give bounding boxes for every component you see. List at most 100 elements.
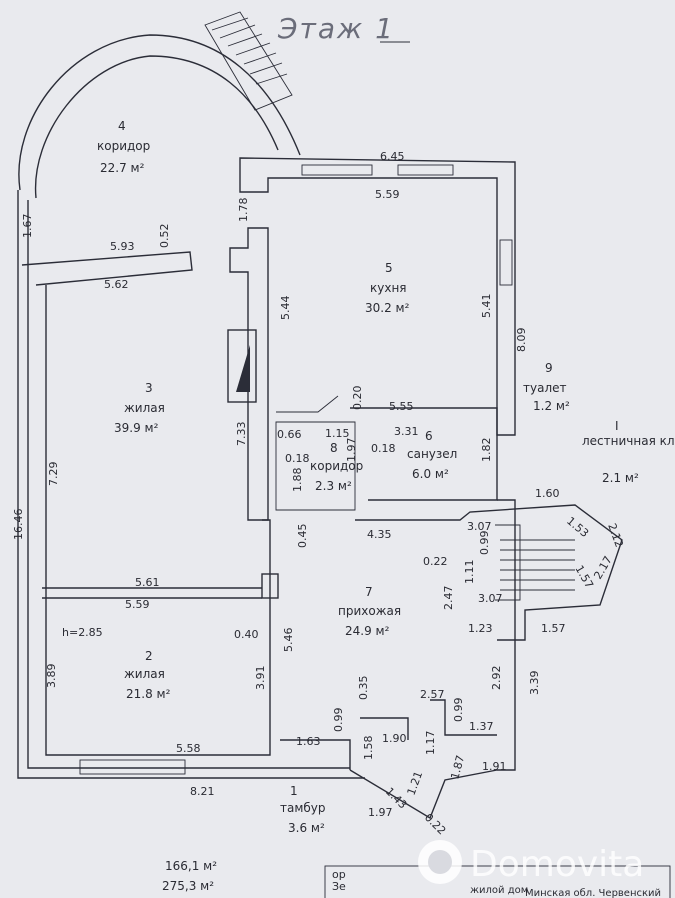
dimension: 0.22 [423,555,448,568]
room-5-label: 5 кухня 30.2 м² [365,261,410,315]
dimension: 2.47 [442,586,455,611]
svg-text:прихожая: прихожая [338,604,401,618]
svg-text:7: 7 [365,585,373,599]
dimension: 5.93 [110,240,135,253]
dimension: 0.99 [452,698,465,723]
dimension: 0.22 [422,811,449,838]
ceiling-height: h=2.85 [62,626,103,639]
walls [17,11,623,820]
dimension: 5.55 [389,400,414,413]
dimension: 2.12 [605,522,626,549]
dimension: 1.23 [468,622,493,635]
dimension: 1.57 [572,563,596,591]
svg-text:30.2 м²: 30.2 м² [365,301,410,315]
floor-title: Этаж 1 [277,12,395,45]
svg-text:2.3 м²: 2.3 м² [315,479,352,493]
dimension: 5.46 [282,628,295,653]
dimension: 1.63 [296,735,321,748]
dimension: 1.58 [362,736,375,761]
dimension: 0.99 [478,531,491,556]
dimension: 0.52 [158,224,171,249]
room-8-label: 8 коридор 2.3 м² [310,441,363,493]
svg-text:4: 4 [118,119,126,133]
dimension: 16.46 [12,509,25,541]
svg-text:2.1 м²: 2.1 м² [602,471,639,485]
dimension: 8.21 [190,785,215,798]
dimension: 1.87 [448,754,467,781]
dimension: 1.97 [368,806,393,819]
dimension: 3.39 [528,671,541,696]
dimension: 5.61 [135,576,160,589]
stamp-text-left-2: ор [332,868,346,881]
dimension: 2.57 [420,688,445,701]
svg-text:жилая: жилая [124,667,165,681]
room-9-label: 9 туалет 1.2 м² [523,361,570,413]
dimension: 4.35 [367,528,392,541]
room-3-label: 3 жилая 39.9 м² [114,381,165,435]
room-I-label: I лестничная клетка 2.1 м² [582,419,675,485]
dimension: 5.59 [125,598,150,611]
svg-text:1.2 м²: 1.2 м² [533,399,570,413]
domovita-watermark: Domovita [418,840,644,885]
svg-text:3.6 м²: 3.6 м² [288,821,325,835]
dimension: 2.17 [591,554,615,582]
dimension: 0.66 [277,428,302,441]
dimension: 1.97 [345,438,358,463]
svg-text:кухня: кухня [370,281,407,295]
svg-text:санузел: санузел [407,447,457,461]
dimension: 0.20 [351,386,364,411]
room-7-label: 7 прихожая 24.9 м² [338,585,401,638]
dimension: 0.18 [285,452,310,465]
room-6-label: 6 санузел 6.0 м² [407,429,457,481]
svg-text:I: I [615,419,619,433]
dimension: 2.92 [490,666,503,691]
dimension: 1.53 [564,514,591,540]
svg-text:6.0 м²: 6.0 м² [412,467,449,481]
watermark-brand: Domovita [470,844,644,885]
stamp-text-left: Зе [332,880,346,893]
svg-text:туалет: туалет [523,381,567,395]
svg-text:21.8 м²: 21.8 м² [126,687,171,701]
stamp-text-right-2: жилой дом [470,885,528,896]
total-area-2: 275,3 м² [162,879,214,893]
total-area-1: 166,1 м² [165,859,217,873]
dimension: 3.91 [254,666,267,691]
dimension: 3.31 [394,425,419,438]
svg-text:5: 5 [385,261,393,275]
dimension: 3.07 [478,592,503,605]
svg-text:лестничная клетка: лестничная клетка [582,434,675,448]
dimension: 5.59 [375,188,400,201]
room-1-label: 1 тамбур 3.6 м² [280,784,326,835]
dimension: 0.35 [357,676,370,701]
dimension: 1.57 [541,622,566,635]
room-2-label: 2 жилая 21.8 м² [124,649,171,701]
svg-text:2: 2 [145,649,153,663]
dimension: 1.15 [325,427,350,440]
dimension: 7.33 [235,422,248,447]
dimension: 1.37 [469,720,494,733]
dimension: 1.88 [291,468,304,493]
svg-text:коридор: коридор [97,139,150,153]
svg-text:1: 1 [290,784,298,798]
dimension: 3.89 [45,664,58,689]
dimension: 1.91 [482,760,507,773]
dimension: 5.62 [104,278,129,291]
dimension: 1.17 [424,731,437,756]
svg-text:3: 3 [145,381,153,395]
dimension: 8.09 [515,328,528,353]
svg-text:тамбур: тамбур [280,801,326,815]
svg-text:жилая: жилая [124,401,165,415]
dimension: 5.44 [279,296,292,321]
svg-text:8: 8 [330,441,338,455]
dimension: 5.41 [480,294,493,319]
dimension: 1.21 [405,770,426,797]
dimension: 1.60 [535,487,560,500]
dimension: 0.40 [234,628,259,641]
svg-text:коридор: коридор [310,459,363,473]
dimension: 6.45 [380,150,405,163]
dimension: 0.99 [332,708,345,733]
dimension: 1.78 [237,198,250,223]
svg-text:9: 9 [545,361,553,375]
dimension: 0.18 [371,442,396,455]
